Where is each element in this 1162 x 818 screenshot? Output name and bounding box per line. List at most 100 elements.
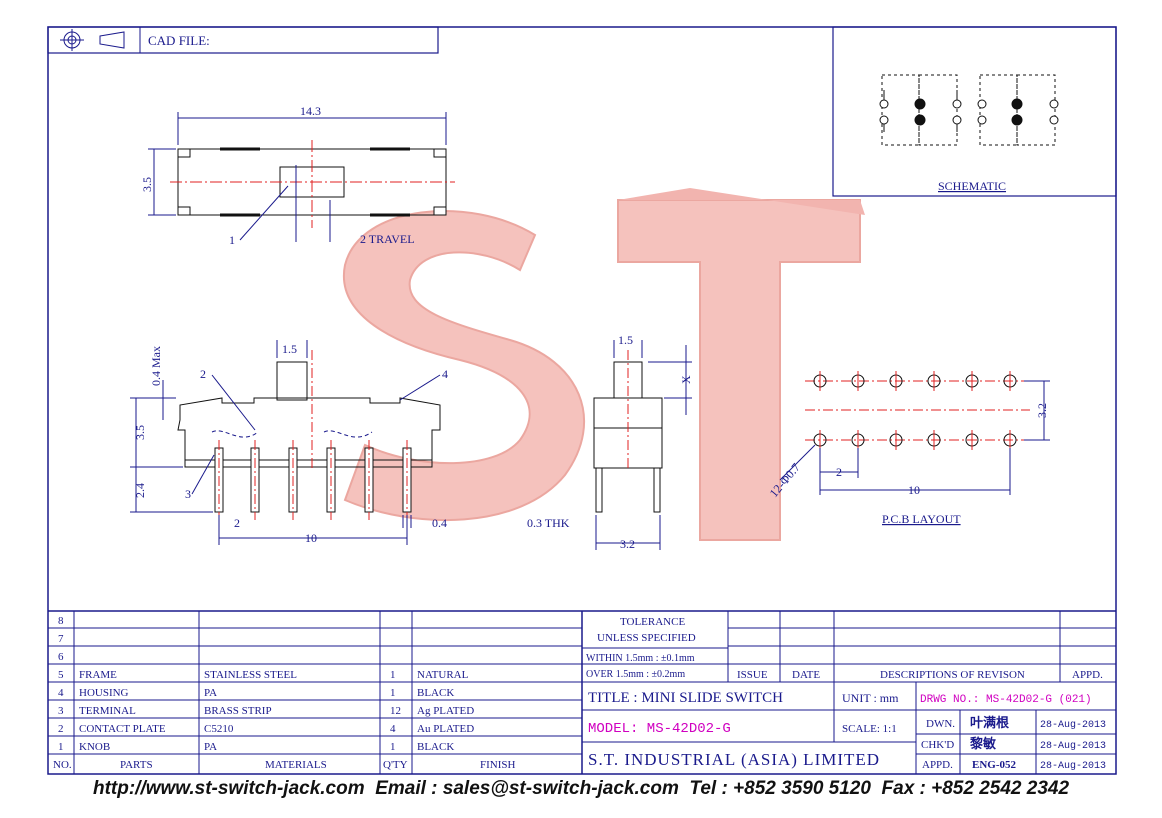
parts-cell-no: 2 — [58, 723, 64, 735]
parts-cell-qty: 12 — [390, 705, 401, 717]
side-height-dim: 3.5 — [133, 425, 147, 440]
projection-symbol-icon — [60, 29, 125, 51]
col-materials-header: MATERIALS — [265, 759, 327, 771]
parts-cell-qty: 1 — [390, 669, 396, 681]
parts-table-grid — [48, 610, 1116, 774]
thickness-dim: 0.3 THK — [527, 516, 570, 530]
span-dim: 10 — [305, 531, 317, 545]
top-length-dim: 14.3 — [300, 104, 321, 118]
parts-cell-no: 7 — [58, 633, 64, 645]
top-height-dim: 3.5 — [140, 177, 154, 192]
company-name: S.T. INDUSTRIAL (ASIA) LIMITED — [588, 750, 880, 769]
pin-length-dim: 2.4 — [133, 483, 147, 498]
revision-appd: APPD. — [1072, 669, 1103, 681]
parts-cell-part: HOUSING — [79, 687, 129, 699]
pcb-hole-grid — [813, 371, 1017, 450]
pcb-hole — [813, 371, 827, 391]
parts-cell-finish: BLACK — [417, 741, 454, 753]
parts-cell-material: C5210 — [204, 723, 234, 735]
chkd-name: 黎敏 — [970, 736, 997, 751]
knob-width-dim: 1.5 — [282, 342, 297, 356]
side-view — [130, 340, 441, 545]
chkd-date: 28-Aug-2013 — [1040, 741, 1106, 752]
max-height-dim: 0.4 Max — [149, 346, 163, 386]
callout-4: 4 — [442, 367, 448, 381]
pcb-hole — [1003, 430, 1017, 450]
pcb-hole — [813, 430, 827, 450]
parts-cell-part: CONTACT PLATE — [79, 723, 166, 735]
parts-cell-no: 8 — [58, 615, 64, 627]
contact-footer: http://www.st-switch-jack.com Email : sa… — [0, 778, 1162, 800]
tolerance-line1: TOLERANCE — [620, 616, 685, 628]
parts-cell-material: PA — [204, 687, 217, 699]
st-watermark — [342, 188, 865, 541]
schematic-diagram — [879, 74, 1059, 146]
pin-width-dim: 0.4 — [432, 516, 447, 530]
pcb-span-dim: 10 — [908, 483, 920, 497]
parts-cell-finish: Au PLATED — [417, 723, 474, 735]
travel-dim: 2 TRAVEL — [360, 232, 415, 246]
parts-cell-no: 3 — [58, 705, 64, 717]
pcb-hole — [1003, 371, 1017, 391]
fax: Fax : +852 2542 2342 — [881, 778, 1070, 799]
chkd-label: CHK'D — [921, 739, 954, 751]
parts-cell-no: 6 — [58, 651, 64, 663]
parts-cell-no: 1 — [58, 741, 64, 753]
parts-cell-qty: 1 — [390, 687, 396, 699]
dwn-date: 28-Aug-2013 — [1040, 720, 1106, 731]
end-width-dim: 3.2 — [620, 537, 635, 551]
parts-cell-finish: BLACK — [417, 687, 454, 699]
parts-cell-finish: NATURAL — [417, 669, 469, 681]
callout-1: 1 — [229, 233, 235, 247]
revision-descriptions: DESCRIPTIONS OF REVISON — [880, 669, 1025, 681]
parts-cell-part: KNOB — [79, 741, 110, 753]
tolerance-line2: UNLESS SPECIFIED — [597, 632, 696, 644]
pcb-title: P.C.B LAYOUT — [882, 512, 961, 526]
pcb-hole — [965, 371, 979, 391]
pcb-hole — [889, 430, 903, 450]
parts-cell-part: FRAME — [79, 669, 117, 681]
dwn-label: DWN. — [926, 718, 955, 730]
website-link[interactable]: http://www.st-switch-jack.com — [92, 778, 365, 799]
parts-cell-finish: Ag PLATED — [417, 705, 474, 717]
parts-cell-material: BRASS STRIP — [204, 705, 272, 717]
x-dim: X — [679, 375, 693, 384]
revision-issue: ISSUE — [737, 669, 768, 681]
model-number: MODEL: MS-42D02-G — [588, 721, 731, 737]
pcb-hole — [851, 371, 865, 391]
callout-3: 3 — [185, 487, 191, 501]
drawing-title: TITLE : MINI SLIDE SWITCH — [588, 690, 783, 706]
tolerance-over: OVER 1.5mm : ±0.2mm — [586, 669, 685, 680]
col-finish-header: FINISH — [480, 759, 516, 771]
pcb-hole — [927, 371, 941, 391]
callout-2: 2 — [200, 367, 206, 381]
revision-date: DATE — [792, 669, 820, 681]
tolerance-within: WITHIN 1.5mm : ±0.1mm — [586, 653, 695, 664]
telephone: Tel : +852 3590 5120 — [689, 778, 871, 799]
appd-label: APPD. — [922, 759, 953, 771]
pcb-pitch-dim: 2 — [836, 465, 842, 479]
dwn-name: 叶满根 — [970, 715, 1010, 730]
col-qty-header: Q'TY — [383, 759, 408, 771]
email-link[interactable]: Email : sales@st-switch-jack.com — [375, 778, 679, 799]
col-parts-header: PARTS — [120, 759, 153, 771]
col-no-header: NO. — [53, 759, 72, 771]
pcb-hole — [851, 430, 865, 450]
pcb-hole — [965, 430, 979, 450]
pcb-hole — [889, 371, 903, 391]
parts-cell-qty: 4 — [390, 723, 396, 735]
unit-label: UNIT : mm — [842, 691, 899, 705]
appd-name: ENG-052 — [972, 759, 1017, 771]
appd-date: 28-Aug-2013 — [1040, 761, 1106, 772]
parts-cell-qty: 1 — [390, 741, 396, 753]
pcb-hole — [927, 430, 941, 450]
drawing-number: DRWG NO.: MS-42D02-G (021) — [920, 694, 1092, 706]
parts-cell-material: PA — [204, 741, 217, 753]
top-view — [148, 112, 455, 242]
parts-cell-no: 4 — [58, 687, 64, 699]
parts-cell-part: TERMINAL — [79, 705, 136, 717]
end-knob-width-dim: 1.5 — [618, 333, 633, 347]
cad-file-label: CAD FILE: — [148, 33, 210, 48]
